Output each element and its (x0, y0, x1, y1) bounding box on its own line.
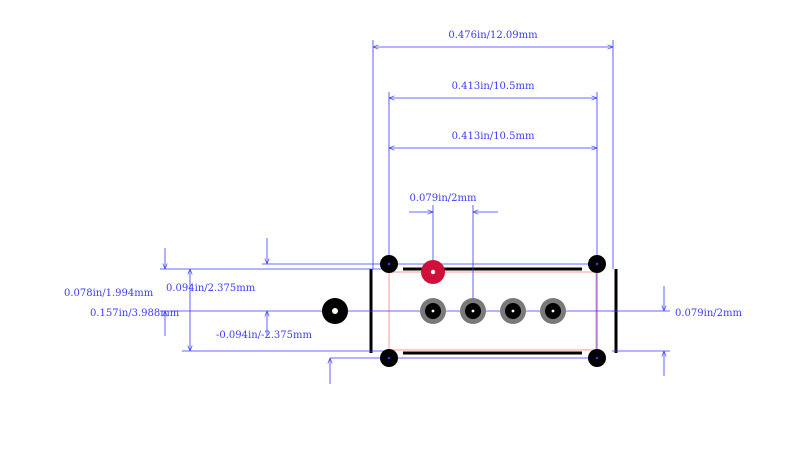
dim-pin-pitch-label: 0.079in/2mm (410, 193, 477, 204)
dim-pin-pitch: 0.079in/2mm (409, 193, 498, 212)
extension-lines (160, 40, 670, 359)
mount-hole-bottom-left (380, 349, 398, 367)
mount-hole-top-left (380, 255, 398, 273)
locating-hole-left (322, 298, 348, 324)
mount-hole-top-right (588, 255, 606, 273)
dim-mount-spacing-bottom-label: 0.413in/10.5mm (452, 131, 535, 142)
pin4-pad (500, 298, 526, 324)
dim-mount-spacing-bottom: 0.413in/10.5mm (389, 131, 597, 148)
dim-mount-spacing-top-label: 0.413in/10.5mm (452, 81, 535, 92)
dim-offset-bottom-label: -0.094in/-2.375mm (216, 330, 313, 341)
dim-mount-spacing-top: 0.413in/10.5mm (389, 81, 597, 98)
dim-offset-top-label: 0.094in/2.375mm (166, 283, 256, 294)
dim-height-left-label: 0.078in/1.994mm (64, 288, 154, 299)
mounting-holes (322, 255, 606, 367)
pin5-pad (540, 298, 566, 324)
dim-right-height-label: 0.079in/2mm (675, 308, 742, 319)
pin1-pad (421, 260, 445, 284)
mount-hole-bottom-right (588, 349, 606, 367)
dim-total-height-label: 0.157in/3.988mm (90, 308, 180, 319)
dim-overall-width: 0.476in/12.09mm (373, 30, 613, 47)
pin3-pad (460, 298, 486, 324)
signal-pins (420, 260, 566, 324)
pin2-pad (420, 298, 446, 324)
dim-overall-width-label: 0.476in/12.09mm (448, 30, 538, 41)
